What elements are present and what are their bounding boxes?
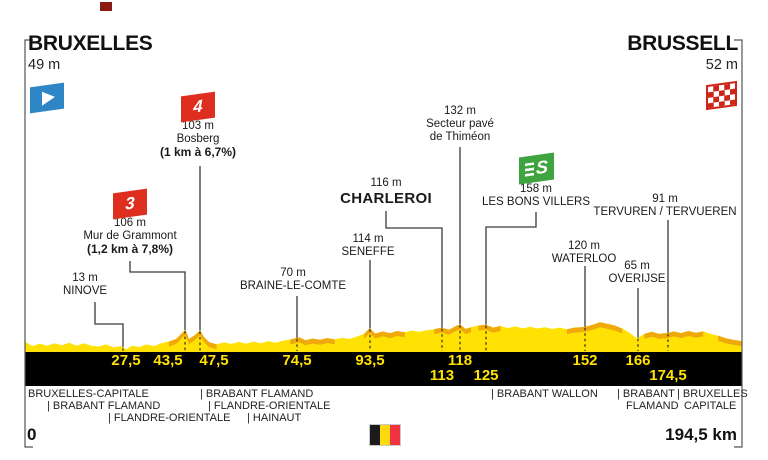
km-marker-tervuren: 174,5 — [649, 367, 687, 384]
right-frame-line — [734, 39, 743, 448]
km-band — [25, 352, 742, 386]
waypoint-name: Secteur pavé — [426, 118, 494, 130]
region-label-10: | HAINAUT — [247, 412, 302, 424]
region-label-0: BRUXELLES-CAPITALE — [28, 388, 149, 400]
waypoint-name: OVERIJSE — [608, 273, 666, 285]
waypoint-name: LES BONS VILLERS — [481, 196, 591, 208]
connector-ninove — [94, 302, 124, 348]
region-label-3: | BRABANT — [617, 388, 675, 400]
total-distance-label: 194,5 km — [665, 425, 737, 444]
gradient-accent-0 — [168, 329, 217, 350]
left-frame-line — [24, 39, 33, 448]
flag-text: 4 — [193, 96, 203, 117]
waypoint-elevation: 65 m — [624, 260, 650, 272]
waypoint-name-line2: de Thiméon — [429, 131, 491, 143]
elevation-area — [25, 322, 742, 352]
start-elevation: 49 m — [28, 57, 61, 73]
connector-mur-de-grammont — [129, 261, 186, 331]
flag-text: S — [535, 156, 548, 179]
waypoint-name: Mur de Grammont — [83, 230, 177, 242]
waypoint-name: BRAINE-LE-COMTE — [239, 280, 347, 292]
waypoint-name: SENEFFE — [341, 246, 395, 258]
connector-les-bons-villers — [485, 212, 537, 325]
km-marker-waterloo: 152 — [572, 352, 598, 369]
finish-city-title: BRUSSELL — [627, 32, 738, 55]
gradient-accent-5 — [566, 322, 623, 335]
gradient-accent-1 — [290, 337, 335, 346]
sprint-flag-icon: S — [519, 152, 554, 185]
km-marker-mur-de-grammont: 43,5 — [153, 352, 183, 369]
waypoint-elevation: 158 m — [520, 183, 552, 195]
km-marker-charleroi: 113 — [429, 367, 455, 384]
km-marker-seneffe: 93,5 — [355, 352, 385, 369]
region-label-1: | BRABANT FLAMAND — [200, 388, 314, 400]
km-marker-secteur-pave-thimeon: 118 — [447, 352, 473, 369]
climb-gradient-note: (1,2 km à 7,8%) — [86, 242, 174, 256]
waypoint-elevation: 120 m — [568, 240, 600, 252]
waypoint-name: Bosberg — [176, 133, 220, 145]
region-label-4: | BRUXELLES — [677, 388, 748, 400]
speed-lines-icon — [524, 162, 534, 177]
waypoint-name: TERVUREN / TERVUEREN — [593, 206, 737, 218]
waypoint-name: NINOVE — [62, 285, 108, 297]
play-icon — [42, 89, 55, 106]
waypoint-elevation: 106 m — [114, 217, 146, 229]
gradient-accent-6 — [644, 331, 704, 339]
waypoint-elevation: 70 m — [280, 267, 306, 279]
finish-elevation: 52 m — [705, 57, 738, 73]
category-3-flag-icon: 3 — [113, 188, 147, 220]
km-marker-ninove: 27,5 — [111, 352, 141, 369]
belgium-flag-icon — [369, 424, 401, 446]
gradient-accent-4 — [478, 324, 501, 333]
region-label-7: FLAMAND — [626, 400, 679, 412]
region-label-5: | BRABANT FLAMAND — [47, 400, 161, 412]
waypoint-elevation: 132 m — [444, 105, 476, 117]
waypoint-name: CHARLEROI — [340, 190, 432, 207]
flag-text: 3 — [125, 193, 135, 214]
cropped-logo-artifact — [100, 2, 112, 11]
waypoint-elevation: 91 m — [652, 193, 678, 205]
km-marker-braine-le-comte: 74,5 — [282, 352, 312, 369]
category-4-flag-icon: 4 — [181, 91, 215, 123]
waypoint-elevation: 116 m — [370, 177, 402, 189]
start-km-label: 0 — [27, 425, 37, 444]
start-flag-icon — [30, 82, 64, 114]
waypoint-elevation: 13 m — [72, 272, 98, 284]
region-label-2: | BRABANT WALLON — [491, 388, 598, 400]
gradient-accent-2 — [364, 328, 405, 339]
region-label-8: CAPITALE — [684, 400, 737, 412]
waypoint-elevation: 103 m — [182, 120, 214, 132]
checkered-flag-icon — [706, 80, 737, 111]
waypoint-name: WATERLOO — [551, 253, 617, 265]
km-marker-bosberg: 47,5 — [199, 352, 229, 369]
gradient-accent-3 — [434, 324, 472, 335]
start-city-title: BRUXELLES — [28, 32, 153, 55]
waypoint-elevation: 114 m — [352, 233, 384, 245]
km-marker-overijse: 166 — [625, 352, 651, 369]
km-marker-les-bons-villers: 125 — [473, 367, 499, 384]
climb-gradient-note: (1 km à 6,7%) — [159, 145, 237, 159]
region-label-6: | FLANDRE-ORIENTALE — [208, 400, 331, 412]
gradient-accent-7 — [718, 335, 742, 347]
region-label-9: | FLANDRE-ORIENTALE — [108, 412, 231, 424]
connector-charleroi — [385, 211, 443, 328]
